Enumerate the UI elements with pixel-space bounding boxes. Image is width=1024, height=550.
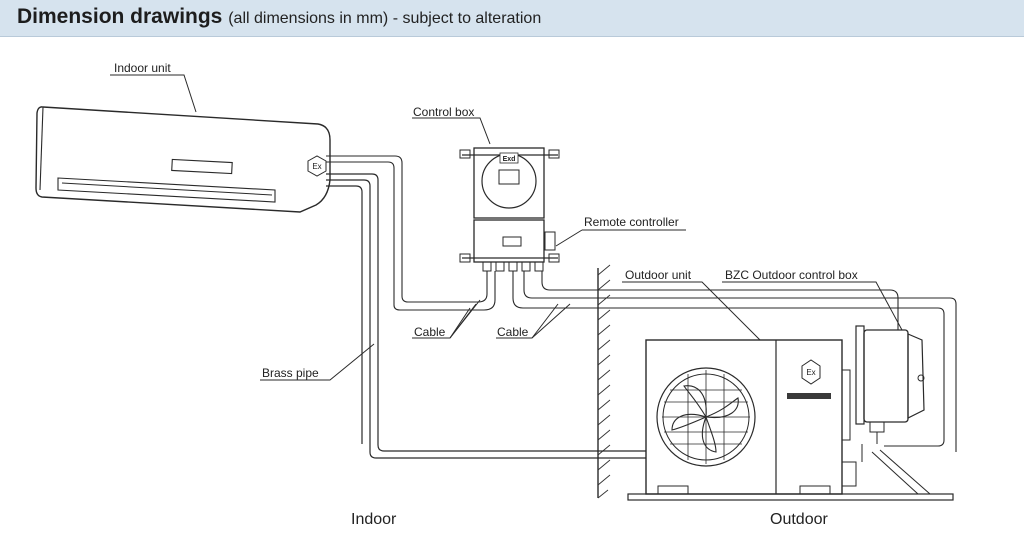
page-title: Dimension drawings (all dimensions in mm… — [17, 5, 541, 29]
leader-lines — [110, 74, 903, 381]
ex-mark-outdoor: Ex — [806, 368, 815, 377]
cables — [326, 155, 957, 452]
page-header: Dimension drawings (all dimensions in mm… — [0, 0, 1024, 37]
indoor-unit: Ex — [35, 106, 331, 213]
label-indoor-unit: Indoor unit — [114, 61, 171, 75]
installation-diagram: Ex Exd — [35, 61, 957, 528]
label-control-box: Control box — [413, 105, 474, 119]
outdoor-unit: Ex — [627, 339, 954, 501]
bzc-outdoor-control-box — [855, 325, 925, 444]
page-subtitle: (all dimensions in mm) - subject to alte… — [228, 10, 542, 27]
label-outdoor-unit: Outdoor unit — [625, 268, 692, 282]
control-box: Exd — [459, 147, 560, 272]
label-cable-left: Cable — [414, 325, 446, 339]
wall — [597, 264, 611, 499]
label-brass-pipe: Brass pipe — [262, 366, 319, 380]
label-outdoor: Outdoor — [770, 511, 828, 528]
ex-mark-indoor: Ex — [312, 162, 321, 171]
label-bzc-outdoor-control-box: BZC Outdoor control box — [725, 268, 858, 282]
title-text: Dimension drawings — [17, 5, 223, 28]
exd-nameplate: Exd — [503, 156, 516, 163]
label-remote-controller: Remote controller — [584, 215, 679, 229]
brand-logo — [787, 393, 831, 399]
ex-badge-indoor — [307, 155, 327, 177]
label-indoor: Indoor — [351, 511, 397, 528]
label-cable-right: Cable — [497, 325, 529, 339]
ex-badge-outdoor — [801, 359, 821, 385]
brass-pipe — [326, 173, 646, 459]
